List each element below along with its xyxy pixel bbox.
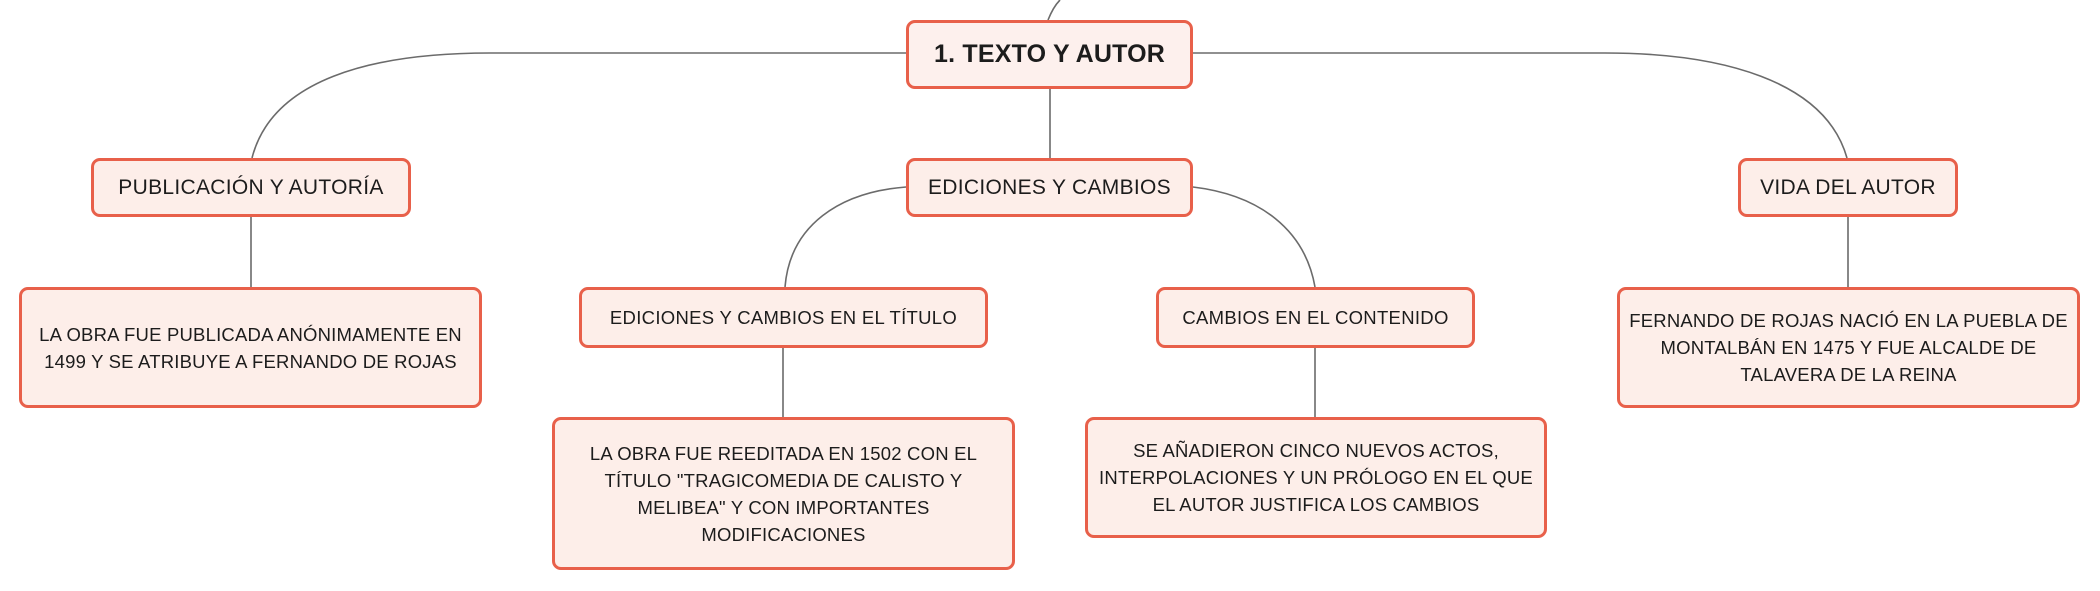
connector-ediciones-titulo	[784, 186, 907, 288]
node-ediciones-label: EDICIONES Y CAMBIOS	[928, 175, 1171, 199]
node-ediciones-titulo[interactable]: EDICIONES Y CAMBIOS EN EL TÍTULO	[579, 287, 988, 348]
vida-detail-text: FERNANDO DE ROJAS NACIÓ EN LA PUEBLA DE …	[1629, 310, 2068, 385]
cambios-contenido-label: CAMBIOS EN EL CONTENIDO	[1182, 306, 1449, 328]
root-node[interactable]: 1. TEXTO Y AUTOR	[906, 20, 1193, 89]
node-titulo-detail[interactable]: LA OBRA FUE REEDITADA EN 1502 CON EL TÍT…	[552, 417, 1015, 570]
node-vida-label: VIDA DEL AUTOR	[1760, 175, 1936, 199]
contenido-detail-text: SE AÑADIERON CINCO NUEVOS ACTOS, INTERPO…	[1099, 440, 1533, 515]
connector-root-publicacion	[251, 52, 906, 159]
node-vida-detail[interactable]: FERNANDO DE ROJAS NACIÓ EN LA PUEBLA DE …	[1617, 287, 2080, 408]
connector-root-parent	[1047, 0, 1061, 21]
root-label: 1. TEXTO Y AUTOR	[933, 40, 1166, 68]
node-ediciones-cambios[interactable]: EDICIONES Y CAMBIOS	[906, 158, 1193, 217]
node-publicacion-label: PUBLICACIÓN Y AUTORÍA	[118, 175, 384, 199]
node-vida-autor[interactable]: VIDA DEL AUTOR	[1738, 158, 1958, 217]
node-contenido-detail[interactable]: SE AÑADIERON CINCO NUEVOS ACTOS, INTERPO…	[1085, 417, 1547, 538]
node-publicacion-detail[interactable]: LA OBRA FUE PUBLICADA ANÓNIMAMENTE EN 14…	[19, 287, 482, 408]
ediciones-titulo-label: EDICIONES Y CAMBIOS EN EL TÍTULO	[609, 306, 958, 328]
titulo-detail-text: LA OBRA FUE REEDITADA EN 1502 CON EL TÍT…	[589, 442, 978, 545]
connector-ediciones-contenido	[1192, 186, 1316, 288]
node-publicacion-autoria[interactable]: PUBLICACIÓN Y AUTORÍA	[91, 158, 411, 217]
node-cambios-contenido[interactable]: CAMBIOS EN EL CONTENIDO	[1156, 287, 1475, 348]
connector-root-vida	[1193, 52, 1848, 159]
publicacion-detail-text: LA OBRA FUE PUBLICADA ANÓNIMAMENTE EN 14…	[39, 323, 462, 372]
